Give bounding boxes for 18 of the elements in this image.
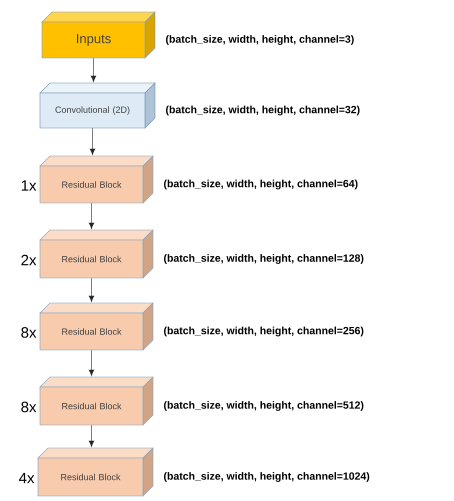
shape-label: (batch_size, width, height, channel=1024) (164, 472, 370, 482)
repeat-count: 1x (22, 180, 36, 191)
arrow (88, 278, 94, 302)
shape-label: (batch_size, width, height, channel=512) (164, 401, 364, 411)
arrow (90, 128, 96, 155)
arrow (90, 58, 96, 82)
shape-label: (batch_size, width, height, channel=32) (166, 106, 360, 116)
repeat-count: 8x (21, 327, 36, 338)
arrow (88, 425, 94, 447)
arrow (88, 203, 94, 229)
shape-label: (batch_size, width, height, channel=3) (166, 35, 354, 45)
shape-label: (batch_size, width, height, channel=256) (164, 326, 364, 336)
repeat-count: 2x (21, 254, 36, 266)
repeat-count: 8x (21, 402, 36, 412)
arrow (88, 350, 94, 376)
repeat-count: 4x (19, 472, 34, 484)
shape-label: (batch_size, width, height, channel=64) (164, 180, 358, 190)
shape-label: (batch_size, width, height, channel=128) (164, 254, 364, 264)
